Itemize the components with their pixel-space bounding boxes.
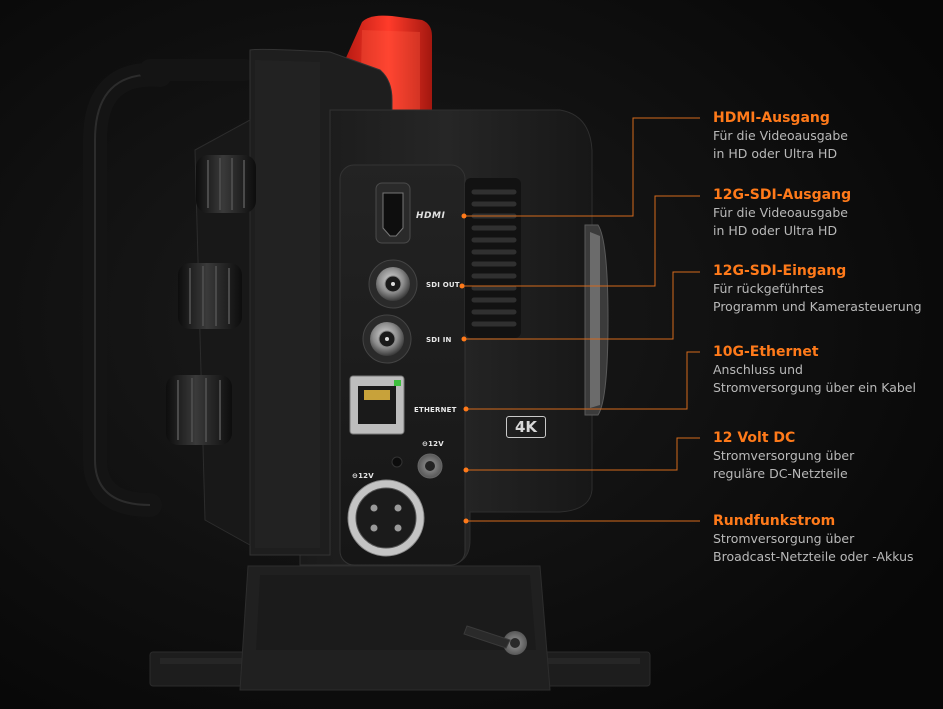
callout-title: 12G-SDI-Ausgang [713,187,852,203]
callout-description: Stromversorgung über reguläre DC-Netztei… [713,447,938,483]
callout-line: reguläre DC-Netzteile [713,466,848,481]
callout-line: Stromversorgung über ein Kabel [713,380,916,395]
line-sdi-in [464,271,700,340]
4k-badge: 4K [506,416,546,438]
callout-line: in HD oder Ultra HD [713,146,838,161]
hdmi-port [375,182,411,244]
callout-broadcast-power: Rundfunkstrom Stromversorgung über Broad… [713,512,938,566]
sdi-in-port [362,314,412,364]
sdi-out-port [368,259,418,309]
callout-line: Stromversorgung über [713,531,855,546]
callout-lines [462,117,700,522]
quick-release-lever [463,625,527,655]
callout-description: Stromversorgung über Broadcast-Netzteile… [713,530,938,566]
xlr-power-port [347,479,425,557]
callout-line: Für rückgeführtes [713,281,824,296]
line-sdi-out [462,195,700,287]
callout-10g-ethernet: 10G-Ethernet Anschluss und Stromversorgu… [713,343,938,397]
callout-line: Für die Videoausgabe [713,128,848,143]
knob-bottom [166,375,232,445]
sdi-out-label: SDI OUT [426,281,460,289]
callout-line: Für die Videoausgabe [713,205,848,220]
knob-middle [178,263,242,329]
callout-description: Für die Videoausgabe in HD oder Ultra HD [713,127,938,163]
callout-line: Stromversorgung über [713,448,855,463]
dc-12v-label: ⊖12V [422,440,444,448]
callout-title: 10G-Ethernet [713,344,819,360]
callout-12-volt-dc: 12 Volt DC Stromversorgung über reguläre… [713,429,938,483]
knob-top [196,155,256,213]
callout-description: Für rückgeführtes Programm und Kameraste… [713,280,938,316]
hdmi-logo: HDMI [416,211,446,221]
base-plate [149,565,651,691]
callout-12g-sdi-input: 12G-SDI-Eingang Für rückgeführtes Progra… [713,262,938,316]
control-knobs [166,155,256,445]
callout-line: in HD oder Ultra HD [713,223,838,238]
camera-body [299,109,609,566]
callout-hdmi-output: HDMI-Ausgang Für die Videoausgabe in HD … [713,109,938,163]
dc-12v-port [391,453,443,479]
callout-description: Für die Videoausgabe in HD oder Ultra HD [713,204,938,240]
callout-title: 12 Volt DC [713,430,796,446]
callout-12g-sdi-output: 12G-SDI-Ausgang Für die Videoausgabe in … [713,186,938,240]
ethernet-port [349,375,405,435]
top-handle [83,59,256,517]
vent-grille [465,178,521,338]
xlr-12v-label: ⊖12V [352,472,374,480]
callout-title: 12G-SDI-Eingang [713,263,847,279]
callout-line: Anschluss und [713,362,803,377]
sdi-in-label: SDI IN [426,336,452,344]
callout-dots [459,213,469,524]
line-ethernet [466,351,700,410]
line-hdmi [464,117,700,217]
callout-description: Anschluss und Stromversorgung über ein K… [713,361,938,397]
callout-title: HDMI-Ausgang [713,110,830,126]
line-dc [466,437,700,471]
callout-line: Broadcast-Netzteile oder -Akkus [713,549,914,564]
ethernet-label: ETHERNET [414,406,457,414]
callout-line: Programm und Kamerasteuerung [713,299,922,314]
callout-title: Rundfunkstrom [713,513,836,529]
